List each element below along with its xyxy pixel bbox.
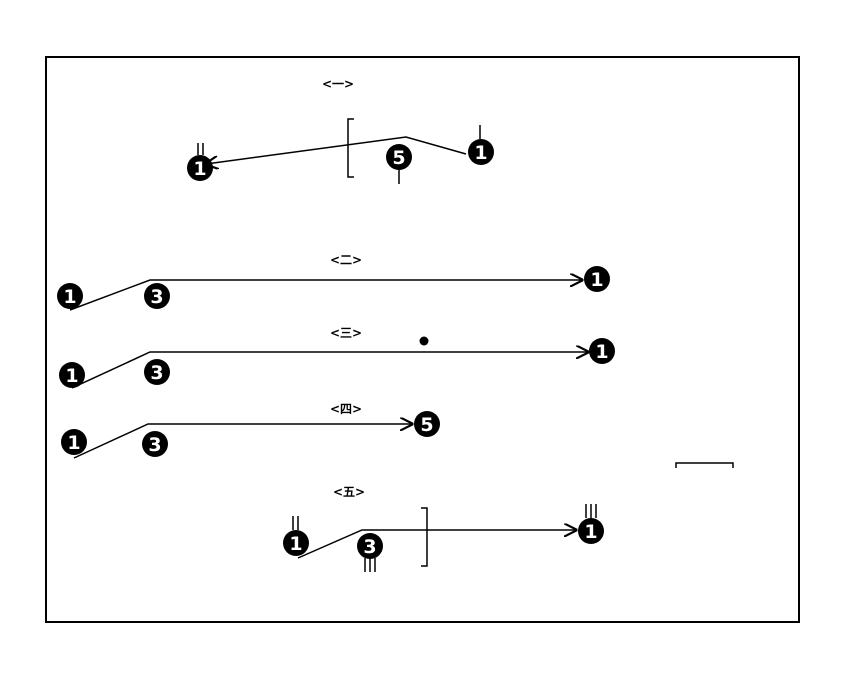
section-3-mid-marker: 3 bbox=[144, 359, 170, 385]
section-5-label: <五> bbox=[333, 485, 365, 499]
section-1-bracket bbox=[347, 118, 354, 178]
section-1-start-marker: 1 bbox=[187, 155, 213, 181]
section-4-label: <四> bbox=[330, 402, 362, 416]
section-3-start-number: 1 bbox=[65, 365, 78, 387]
section-2-mid-number: 3 bbox=[150, 286, 163, 308]
section-3-mid-number: 3 bbox=[150, 362, 163, 384]
section-2-end-marker: 1 bbox=[584, 266, 610, 292]
section-1-end-marker: 1 bbox=[468, 139, 494, 165]
section-1-mid-marker: 5 bbox=[386, 144, 412, 170]
section-5-start-number: 1 bbox=[289, 533, 302, 555]
section-5: <五> 1 3 1 bbox=[283, 485, 604, 572]
section-2-end-number: 1 bbox=[590, 269, 603, 291]
section-3: <三> 1 3 1 bbox=[59, 326, 615, 389]
right-bracket-mark bbox=[675, 462, 734, 468]
section-2-mid-marker: 3 bbox=[144, 283, 170, 309]
section-5-path bbox=[297, 530, 576, 559]
section-2-label: <二> bbox=[330, 253, 362, 267]
section-2: <二> 1 3 1 bbox=[57, 253, 610, 311]
section-1-mid-number: 5 bbox=[392, 147, 405, 169]
section-4: <四> 1 3 5 bbox=[61, 402, 440, 459]
section-4-mid-marker: 3 bbox=[142, 431, 168, 457]
section-5-start-marker: 1 bbox=[283, 530, 309, 556]
section-3-path bbox=[71, 352, 588, 389]
section-4-end-marker: 5 bbox=[414, 411, 440, 437]
section-1-start-number: 1 bbox=[193, 158, 206, 180]
section-5-mid-number: 3 bbox=[363, 536, 376, 558]
section-3-label: <三> bbox=[330, 326, 362, 340]
section-4-start-marker: 1 bbox=[61, 429, 87, 455]
section-3-end-number: 1 bbox=[595, 341, 608, 363]
section-1-label: <一> bbox=[322, 77, 354, 91]
section-2-start-marker: 1 bbox=[57, 283, 83, 309]
section-1: <一> 1 5 1 bbox=[187, 77, 494, 184]
section-5-bracket bbox=[421, 507, 428, 567]
section-3-end-marker: 1 bbox=[589, 338, 615, 364]
section-4-start-number: 1 bbox=[67, 432, 80, 454]
section-1-path bbox=[206, 136, 467, 164]
section-5-mid-marker: 3 bbox=[357, 533, 383, 559]
section-3-start-marker: 1 bbox=[59, 362, 85, 388]
section-2-start-number: 1 bbox=[63, 286, 76, 308]
section-4-path bbox=[73, 424, 412, 459]
section-5-end-marker: 1 bbox=[578, 518, 604, 544]
section-2-path bbox=[69, 280, 582, 311]
diagram-frame bbox=[45, 56, 800, 623]
section-5-end-number: 1 bbox=[584, 521, 597, 543]
section-4-mid-number: 3 bbox=[148, 434, 161, 456]
section-3-dot bbox=[419, 336, 429, 346]
section-4-end-number: 5 bbox=[420, 414, 433, 436]
section-1-end-number: 1 bbox=[474, 142, 487, 164]
